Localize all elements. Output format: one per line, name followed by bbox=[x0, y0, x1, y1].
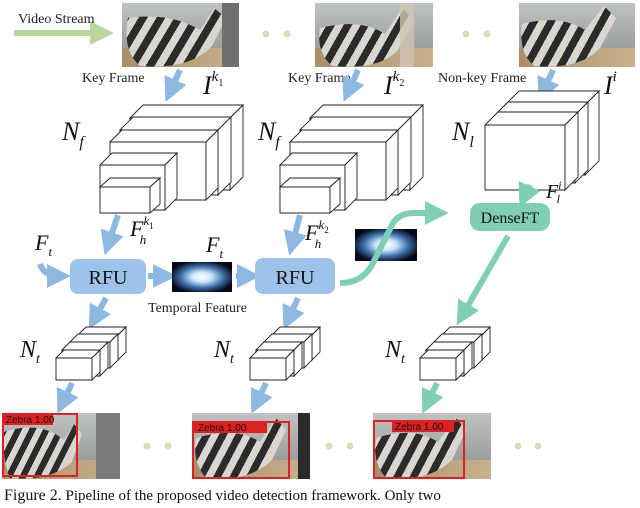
math-I-k2: Ik2 bbox=[383, 69, 404, 100]
non-key-frame-label: Non-key Frame bbox=[438, 71, 526, 86]
arrow-denseft-to-nt3 bbox=[462, 236, 508, 316]
network-nf-2 bbox=[280, 105, 423, 213]
svg-text:RFU: RFU bbox=[89, 267, 128, 289]
temporal-feature-label: Temporal Feature bbox=[148, 301, 247, 316]
video-frame-3 bbox=[519, 3, 635, 67]
arrow-frame3-to-nl bbox=[543, 70, 553, 92]
math-N-t-3: Nt bbox=[384, 337, 406, 367]
network-nl bbox=[485, 91, 599, 190]
video-frame-1 bbox=[122, 3, 239, 67]
math-N-f-1: Nf bbox=[61, 117, 86, 151]
math-N-f-2: Nf bbox=[257, 117, 282, 151]
key-frame-2-label: Key Frame bbox=[288, 71, 351, 86]
arrow-nf2-to-rfu2 bbox=[292, 215, 300, 245]
network-nf-1 bbox=[100, 105, 243, 213]
math-F-t-mid: Ft bbox=[205, 232, 223, 261]
network-nt-1 bbox=[56, 327, 126, 380]
figure-caption: Figure 2. Pipeline of the proposed video… bbox=[4, 487, 640, 505]
rfu-block-2: RFU bbox=[255, 258, 335, 294]
figure-number: Figure 2. bbox=[4, 487, 62, 504]
math-F-t-left: Ft bbox=[34, 230, 52, 259]
key-frame-1-label: Key Frame bbox=[82, 71, 145, 86]
video-frame-2 bbox=[315, 3, 433, 67]
detection-output-3: Zebra 1.00 bbox=[373, 413, 491, 479]
arrow-frame1-to-nf bbox=[170, 70, 180, 92]
detection-output-1: Zebra 1.00 bbox=[2, 413, 120, 479]
svg-text:Zebra 1.00: Zebra 1.00 bbox=[395, 422, 444, 433]
rfu-block-1: RFU bbox=[70, 259, 146, 294]
temporal-feature-map-1 bbox=[172, 262, 232, 292]
svg-text:RFU: RFU bbox=[276, 267, 315, 289]
svg-text:DenseFT: DenseFT bbox=[481, 210, 540, 227]
caption-text: Pipeline of the proposed video detection… bbox=[66, 488, 441, 504]
svg-text:Zebra 1.00: Zebra 1.00 bbox=[6, 415, 55, 426]
arrow-nt3-to-det3 bbox=[427, 383, 437, 404]
video-stream-label: Video Stream bbox=[18, 12, 95, 27]
detection-output-2: Zebra 1.00 bbox=[192, 413, 310, 479]
math-N-l: Nl bbox=[451, 117, 474, 151]
arrow-nt2-to-det2 bbox=[256, 383, 266, 404]
arrow-nt1-to-det1 bbox=[62, 383, 72, 404]
math-N-t-2: Nt bbox=[213, 337, 235, 367]
svg-text:Zebra 1.00: Zebra 1.00 bbox=[198, 423, 247, 434]
arrow-ft-into-rfu1 bbox=[40, 264, 60, 276]
network-nt-2 bbox=[250, 327, 320, 380]
arrow-nf1-to-rfu1 bbox=[108, 215, 118, 245]
arrow-rfu2-to-nt2 bbox=[288, 298, 298, 320]
math-N-t-1: Nt bbox=[19, 337, 41, 367]
densefi-block: DenseFT bbox=[470, 203, 550, 231]
math-I-i: Ii bbox=[603, 69, 617, 100]
network-nt-3 bbox=[420, 327, 490, 380]
arrow-rfu1-to-nt1 bbox=[94, 298, 106, 320]
math-I-k1: Ik1 bbox=[202, 69, 223, 100]
